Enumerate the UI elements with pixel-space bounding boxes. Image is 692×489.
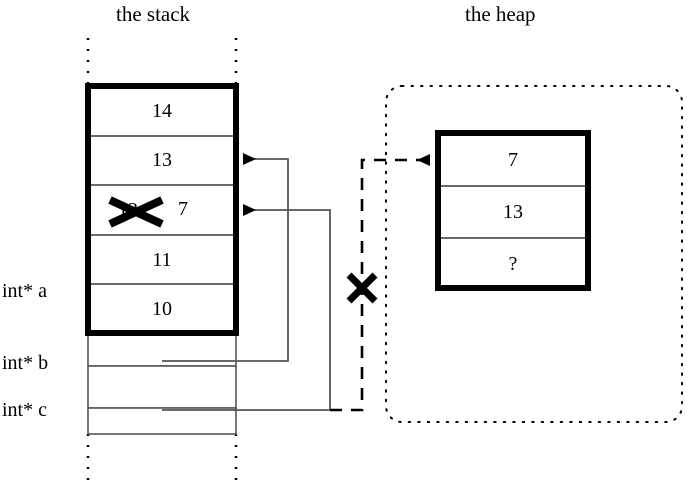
pointer-line-b (162, 153, 289, 362)
heap-cell-value-2: ? (508, 253, 518, 275)
pointer-line-a-dashed (330, 154, 430, 412)
heap-region-boundary (385, 85, 683, 423)
heap-cell-value-1: 13 (503, 201, 523, 223)
cross-mark-link-icon (346, 272, 378, 304)
pointer-var-label-b: int* b (2, 352, 49, 374)
stack-cell-value-3: 11 (152, 249, 172, 271)
stack-cell-value-1: 13 (152, 149, 172, 171)
pointer-var-label-c: int* c (2, 399, 47, 421)
stack-cell-value-0: 14 (152, 100, 172, 122)
heap-title: the heap (465, 2, 536, 26)
heap-block (435, 130, 591, 291)
cross-mark-old-value-icon (108, 196, 164, 228)
pointer-var-label-a: int* a (2, 280, 47, 302)
stack-slot-c (87, 407, 237, 435)
stack-slot-b (87, 365, 237, 409)
stack-cell-old-value-2: 12 (118, 199, 138, 221)
stack-cell-value-4: 10 (152, 298, 172, 320)
stack-cell-value-2: 7 (178, 198, 188, 220)
pointer-line-c (162, 204, 331, 411)
stack-frame-block (85, 83, 239, 336)
heap-cell-value-0: 7 (508, 149, 518, 171)
stack-title: the stack (116, 2, 191, 26)
